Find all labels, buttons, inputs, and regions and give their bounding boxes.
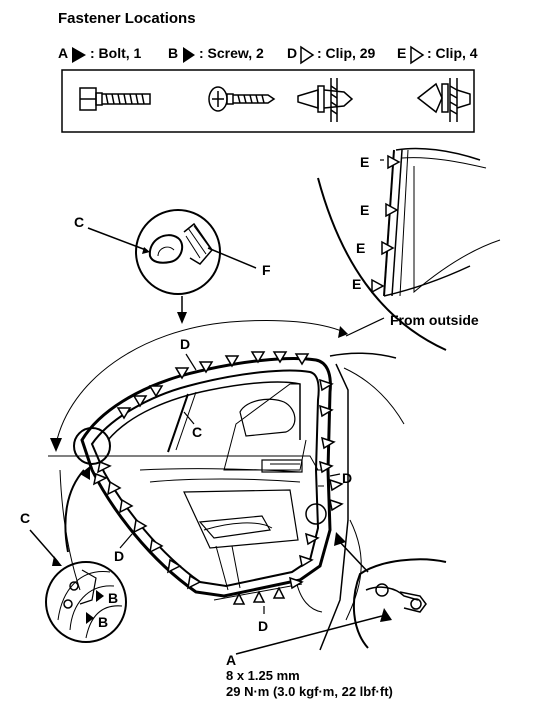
legend-text-clip-e: : Clip, 4 (427, 45, 478, 61)
callout-b-2: B (98, 614, 109, 630)
callout-f: F (262, 262, 271, 278)
legend-key-a: A (58, 45, 69, 61)
callout-b-1: B (108, 590, 119, 606)
bolt-icon (79, 87, 151, 111)
callout-e-1: E (360, 154, 370, 170)
callout-c-window: C (192, 424, 203, 440)
callout-d-right: D (342, 470, 353, 486)
bolt-marker-icon (72, 47, 86, 63)
clip-e-icon (416, 78, 471, 122)
outside-view-inset (317, 147, 501, 351)
arc-arrowhead-left (50, 438, 62, 452)
clip-d-icon (297, 78, 354, 122)
inset-a-arrowhead (334, 532, 346, 546)
legend-text-bolt: : Bolt, 1 (90, 45, 142, 61)
callout-c-top: C (74, 214, 85, 230)
legend-key-e: E (397, 45, 407, 61)
leader-lines (119, 159, 385, 614)
a-marker-icon (380, 608, 392, 622)
top-detail-inset (87, 209, 257, 312)
callout-c-bottom: C (20, 510, 31, 526)
door-corner-detail-circle (73, 427, 111, 465)
e-clip-markers (371, 154, 401, 294)
inset-down-arrowhead (177, 312, 187, 324)
callout-d-bottom: D (258, 618, 269, 634)
b-marker-1-icon (96, 590, 104, 602)
screw-marker-icon (183, 47, 195, 63)
inset-up-arrowhead (80, 466, 90, 480)
fastener-legend-box (61, 69, 475, 133)
arc-arrowhead-right (338, 326, 348, 338)
bottom-left-inset (29, 469, 127, 643)
callout-e-2: E (360, 202, 370, 218)
from-outside-label: From outside (390, 312, 479, 328)
callout-e-3: E (356, 240, 366, 256)
callout-a: A (226, 652, 237, 668)
callout-d-top: D (180, 336, 191, 352)
callout-c-arrowhead (142, 247, 150, 254)
clip-e-marker-icon (410, 45, 425, 65)
bottom-right-inset (235, 539, 447, 655)
page-title: Fastener Locations (58, 10, 196, 27)
legend-text-clip-d: : Clip, 29 (317, 45, 376, 61)
callout-c3-arrowhead (52, 556, 62, 566)
legend-text-screw: : Screw, 2 (199, 45, 264, 61)
bolt-size-spec: 8 x 1.25 mm (226, 668, 300, 683)
d-clip-markers (92, 351, 344, 605)
screw-icon (208, 86, 276, 112)
callout-d-left: D (114, 548, 125, 564)
clip-d-marker-icon (300, 45, 315, 65)
legend-key-d: D (287, 45, 298, 61)
callout-e-4: E (352, 276, 362, 292)
b-marker-2-icon (86, 612, 94, 624)
legend-key-b: B (168, 45, 179, 61)
bolt-torque-spec: 29 N·m (3.0 kgf·m, 22 lbf·ft) (226, 684, 393, 699)
